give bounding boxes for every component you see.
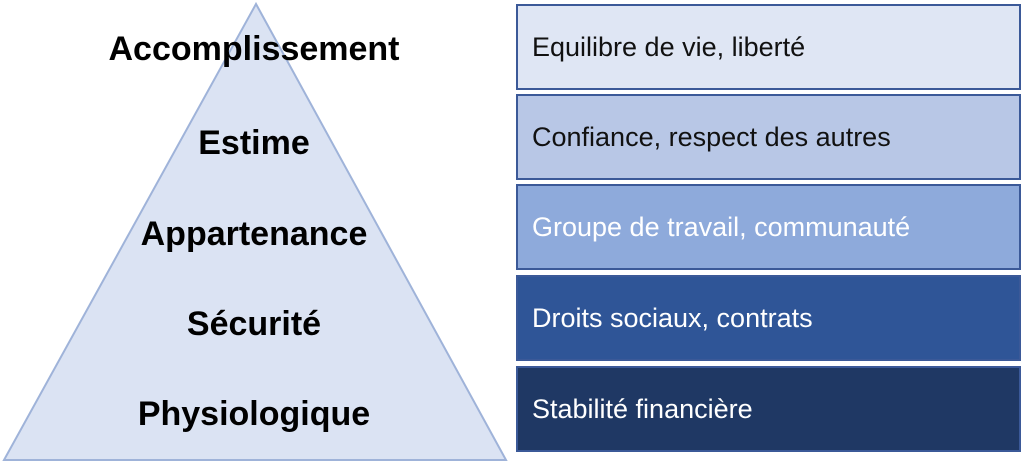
pyramid-triangle [2, 1, 508, 461]
level-label-estime: Estime [198, 124, 310, 162]
need-box-accomplissement: Equilibre de vie, liberté [516, 4, 1021, 90]
need-box-text: Confiance, respect des autres [532, 121, 891, 152]
need-box-text: Droits sociaux, contrats [532, 302, 813, 333]
need-box-estime: Confiance, respect des autres [516, 94, 1021, 180]
need-box-physiologique: Stabilité financière [516, 366, 1021, 452]
need-box-securite: Droits sociaux, contrats [516, 275, 1021, 361]
need-box-text: Stabilité financière [532, 393, 753, 424]
need-box-appartenance: Groupe de travail, communauté [516, 184, 1021, 270]
level-label-securite: Sécurité [186, 305, 322, 343]
need-box-text: Groupe de travail, communauté [532, 211, 911, 242]
level-label-appartenance: Appartenance [140, 215, 368, 253]
need-box-text: Equilibre de vie, liberté [532, 31, 806, 62]
level-label-physiologique: Physiologique [137, 395, 371, 433]
level-label-accomplissement: Accomplissement [108, 30, 400, 68]
